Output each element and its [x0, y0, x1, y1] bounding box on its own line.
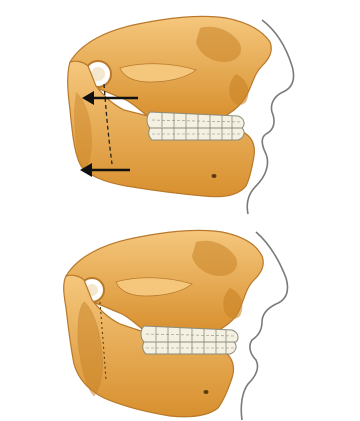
mental-foramen	[212, 174, 217, 178]
upper-teeth	[147, 112, 244, 128]
skull-before-illustration	[0, 0, 360, 215]
panel-after	[0, 212, 360, 421]
lower-teeth	[143, 342, 236, 354]
skull-after-illustration	[0, 212, 360, 421]
panel-before	[0, 0, 360, 215]
upper-teeth	[141, 326, 238, 342]
lower-teeth	[149, 128, 244, 140]
mental-foramen	[204, 390, 209, 394]
